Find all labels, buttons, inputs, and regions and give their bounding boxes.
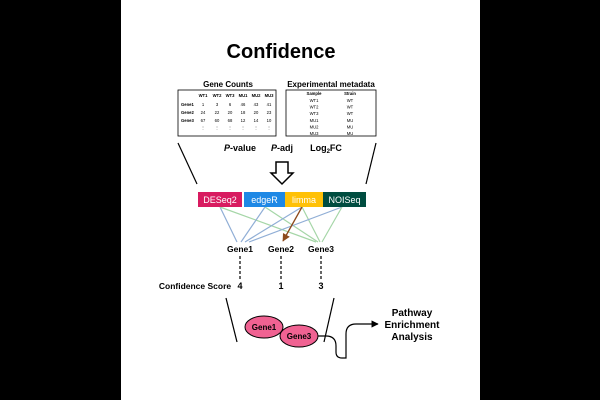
gene-counts-col-header: MU1 [239, 93, 249, 98]
tool-boxes: DESeq2 edgeR limma NOISeq [198, 192, 366, 207]
metadata-cell: WT [347, 98, 354, 103]
gene-counts-col-header: WT3 [226, 93, 236, 98]
edge-deseq2-gene3 [219, 206, 317, 243]
gene-counts-ellipsis: ⋮ [228, 125, 232, 130]
gene-counts-ellipsis: ⋮ [267, 125, 271, 130]
bottom-funnel-left [225, 297, 238, 343]
edge-deseq2-gene1 [219, 206, 238, 243]
confidence-score-value: 4 [237, 281, 242, 291]
pathway-line3: Analysis [391, 332, 433, 343]
gene-label-gene1: Gene1 [227, 244, 253, 254]
gene-counts-cell: 43 [254, 102, 259, 107]
gene-counts-cell: 6 [229, 102, 232, 107]
gene-counts-cell: 1 [202, 102, 205, 107]
gene-counts-col-header: WT2 [213, 93, 223, 98]
tool-box-deseq2 [198, 192, 242, 207]
edge-noiseq-gene1 [248, 206, 343, 243]
gene-counts-col-header: MU3 [265, 93, 275, 98]
edge-noiseq-gene3 [321, 206, 343, 243]
edge-limma-gene2 [282, 206, 303, 242]
gene-counts-cell: 23 [267, 110, 272, 115]
metadata-col-header: Strain [344, 91, 356, 96]
gene-counts-ellipsis: ⋮ [215, 125, 219, 130]
pathway-line2: Enrichment [384, 320, 440, 331]
pathway-line1: Pathway [392, 308, 433, 319]
gene-counts-heading: Gene Counts [203, 80, 253, 89]
tool-label-edger: edgeR [251, 195, 278, 205]
edge-limma-gene3 [301, 206, 321, 243]
gene-counts-cell: 20 [254, 110, 259, 115]
tool-box-limma [285, 192, 323, 207]
tool-box-edger [244, 192, 285, 207]
gene-counts-cell: 3 [216, 102, 219, 107]
metadata-cell: MU3 [310, 131, 320, 136]
metadata-table [285, 89, 377, 137]
gene-counts-cell: 14 [254, 118, 259, 123]
metadata-cell: MU [347, 124, 354, 129]
metadata-cell: MU2 [310, 124, 320, 129]
gene-counts-cell: 12 [241, 118, 246, 123]
gene-counts-col-header: MU2 [252, 93, 262, 98]
funnel-right-line [365, 142, 377, 185]
diagram-title: Confidence [227, 41, 336, 63]
tool-label-noiseq: NOISeq [328, 195, 360, 205]
confidence-score-value: 3 [318, 281, 323, 291]
gene-counts-col-header: WT1 [199, 93, 209, 98]
gene-counts-cell: 18 [241, 110, 246, 115]
tool-gene-edges [219, 206, 343, 243]
metadata-cell: MU [347, 131, 354, 136]
metadata-heading: Experimental metadata [287, 80, 375, 89]
edge-limma-gene1 [244, 206, 303, 243]
gene-counts-cell: 67 [201, 118, 206, 123]
gene-label-gene3: Gene3 [308, 244, 334, 254]
tool-box-noiseq [323, 192, 366, 207]
gene1-selected-label: Gene1 [252, 323, 277, 332]
gene-counts-cell: 46 [241, 102, 246, 107]
funnel-left-line [177, 142, 198, 185]
gene-counts-cell: 41 [267, 102, 272, 107]
gene-counts-ellipsis: ⋮ [241, 125, 245, 130]
gene-counts-table [177, 89, 277, 137]
metadata-col-header: Sample [307, 91, 323, 96]
bottom-funnel-right [323, 297, 335, 343]
gene-counts-ellipsis: ⋮ [201, 125, 205, 130]
gene-counts-cell: 10 [267, 118, 272, 123]
confidence-scores: 4 1 3 [237, 281, 323, 291]
pvalue-label: P-value [224, 143, 256, 153]
pathway-arrow [318, 320, 379, 359]
gene-counts-row-label: Gene3 [181, 118, 194, 123]
edge-edger-gene1 [240, 206, 266, 243]
metadata-cell: WT [347, 105, 354, 110]
metadata-cell: MU1 [310, 118, 320, 123]
down-arrow-icon [269, 161, 295, 186]
gene-counts-cell: 20 [228, 110, 233, 115]
metadata-cell: WT2 [310, 105, 320, 110]
confidence-score-label: Confidence Score [159, 281, 232, 291]
gene-labels: Gene1 Gene2 Gene3 [227, 244, 334, 279]
metadata-cell: WT1 [310, 98, 320, 103]
gene-counts-ellipsis: ⋮ [254, 125, 258, 130]
tool-label-limma: limma [292, 195, 316, 205]
gene-counts-row-label: Gene2 [181, 110, 194, 115]
gene-counts-cell: 68 [228, 118, 233, 123]
gene-counts-row-label: Gene1 [181, 102, 194, 107]
gene-counts-cell: 24 [201, 110, 206, 115]
metadata-cell: WT [347, 111, 354, 116]
gene-counts-cell: 60 [215, 118, 220, 123]
metadata-cell: WT3 [310, 111, 320, 116]
gene1-selected-ellipse [244, 315, 284, 339]
confidence-score-value: 1 [278, 281, 283, 291]
gene-label-gene2: Gene2 [268, 244, 294, 254]
tool-label-deseq2: DESeq2 [203, 195, 237, 205]
padj-label: P-adj [271, 143, 293, 153]
metadata-cell: MU [347, 118, 354, 123]
gene3-selected-label: Gene3 [287, 332, 312, 341]
log2fc-label: Log2FC [310, 143, 342, 155]
gene-counts-cell: 22 [215, 110, 220, 115]
